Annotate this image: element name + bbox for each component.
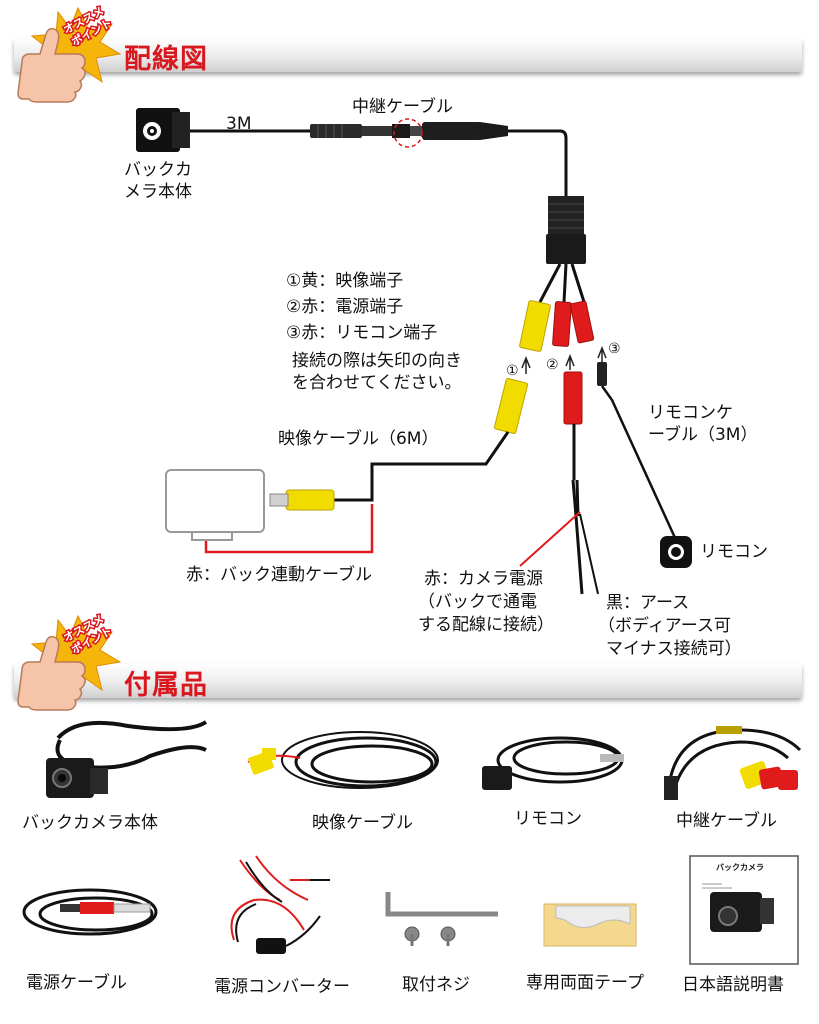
section-header-wiring [14, 38, 802, 72]
power-converter-photo [230, 855, 330, 954]
connection-note-2: を合わせてください。 [292, 373, 462, 393]
tape-photo [543, 903, 637, 947]
video-cable-photo [247, 731, 439, 789]
thumbs-up-icon [17, 635, 86, 711]
monitor-icon [165, 469, 265, 541]
video-plug-yellow [519, 300, 551, 352]
power-plug-red [552, 301, 572, 347]
caption-tape: 専用両面テープ [526, 973, 644, 993]
marker-3: ③ [608, 341, 621, 357]
camera-body-photo [46, 720, 208, 798]
ground-label-1: 黒：アース [606, 593, 690, 613]
camera-body-label-1: バックカ [124, 160, 192, 180]
screws-photo [385, 892, 498, 946]
caption-camera-body: バックカメラ本体 [22, 813, 158, 833]
cable-length-label: 3M [226, 114, 252, 134]
back-trigger-cable-label: 赤：バック連動ケーブル [186, 565, 372, 585]
caption-power-cable: 電源ケーブル [26, 973, 127, 993]
wiring-diagram [136, 108, 692, 595]
legend-remote: ③赤：リモコン端子 [286, 323, 438, 343]
marker-1: ① [506, 363, 519, 379]
recommend-badge: オススメ ポイント [17, 4, 122, 103]
caption-power-converter: 電源コンバーター [214, 977, 350, 997]
caption-relay-cable: 中継ケーブル [676, 811, 777, 831]
camera-power-label-2: （バックで通電 [418, 592, 537, 612]
thumbs-up-icon [17, 27, 86, 103]
remote-label: リモコン [700, 542, 768, 562]
marker-2: ② [546, 357, 559, 373]
relay-connector [310, 118, 508, 148]
video-cable-label: 映像ケーブル（6M） [278, 429, 439, 449]
remote-cable-label-1: リモコンケ [648, 403, 733, 423]
camera-power-label-3: する配線に接続） [418, 615, 554, 635]
ground-label-3: マイナス接続可） [606, 639, 742, 659]
ground-label-2: （ボディアース可 [598, 616, 731, 636]
camera-body-label-2: メラ本体 [124, 182, 192, 202]
caption-video-cable: 映像ケーブル [312, 813, 413, 833]
legend-power: ②赤：電源端子 [286, 297, 404, 317]
recommend-badge-2: オススメ ポイント [17, 612, 122, 711]
caption-remote: リモコン [514, 809, 582, 829]
remote-photo [482, 736, 624, 790]
back-camera-icon [136, 108, 190, 152]
remote-cable-label-2: ーブル（3M） [648, 425, 758, 445]
manual-photo [689, 855, 799, 965]
junction-box [546, 196, 586, 264]
relay-cable-photo [664, 726, 802, 800]
relay-cable-label: 中継ケーブル [352, 97, 453, 117]
caption-manual: 日本語説明書 [682, 975, 784, 995]
remote-plug-red [569, 300, 595, 344]
legend-video: ①黄：映像端子 [286, 271, 404, 291]
remote-icon [660, 536, 692, 568]
caption-screws: 取付ネジ [402, 975, 470, 995]
section-header-accessories [14, 664, 802, 698]
connection-note-1: 接続の際は矢印の向き [292, 351, 462, 371]
power-cable-photo [22, 888, 158, 936]
section-title-wiring: 配線図 [124, 44, 208, 75]
section-title-accessories: 付属品 [124, 670, 208, 701]
manual-title: バックカメラ [716, 863, 764, 872]
camera-power-label-1: 赤：カメラ電源 [424, 569, 543, 589]
